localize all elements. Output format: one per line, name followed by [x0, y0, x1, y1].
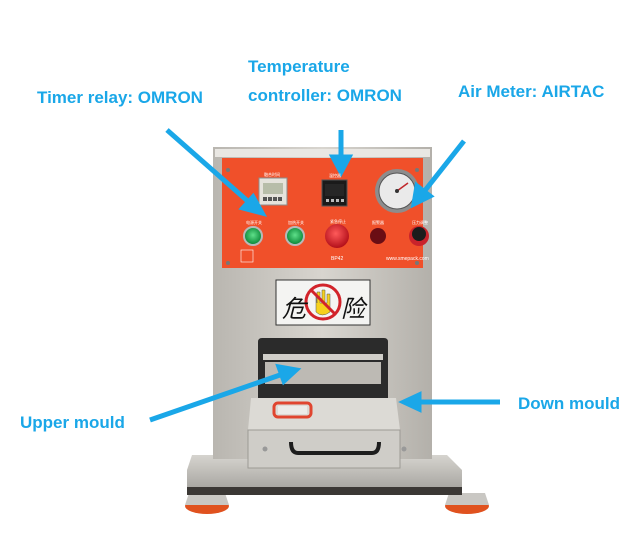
leveling-feet [185, 493, 489, 514]
warning-char-right: 险 [341, 295, 365, 323]
down-mould-label: Down mould [518, 394, 620, 413]
air-meter-label: Air Meter: AIRTAC [458, 82, 605, 101]
heating-switch-caption: 加热开关 [288, 220, 304, 225]
emergency-stop-caption: 紧急停止 [330, 219, 346, 224]
temperature-controller-label-line1: Temperature [248, 57, 350, 76]
upper-mould-label: Upper mould [20, 413, 125, 432]
timer-caption: 融合时间 [264, 172, 280, 177]
warning-char-left: 危 [282, 295, 306, 323]
brand-logo [240, 249, 254, 263]
alarm-light [370, 228, 386, 244]
pressure-adjust-caption: 压力调整 [412, 220, 428, 225]
temperature-controller-label-line2: controller: OMRON [248, 86, 402, 105]
alarm-caption: 报警器 [372, 220, 384, 225]
temperature-caption: 温控器 [329, 173, 341, 178]
power-switch-caption: 电源开关 [246, 220, 262, 225]
heating-switch-button [285, 226, 305, 246]
annotation-arrows [149, 128, 500, 423]
model-number: BP42 [331, 256, 344, 262]
tray-handle [289, 441, 381, 455]
emergency-stop-button [325, 224, 349, 248]
down-mould [248, 398, 400, 430]
website-text: www.smepack.com [386, 256, 429, 262]
power-switch-button [243, 226, 263, 246]
timer-relay-label: Timer relay: OMRON [37, 88, 203, 107]
